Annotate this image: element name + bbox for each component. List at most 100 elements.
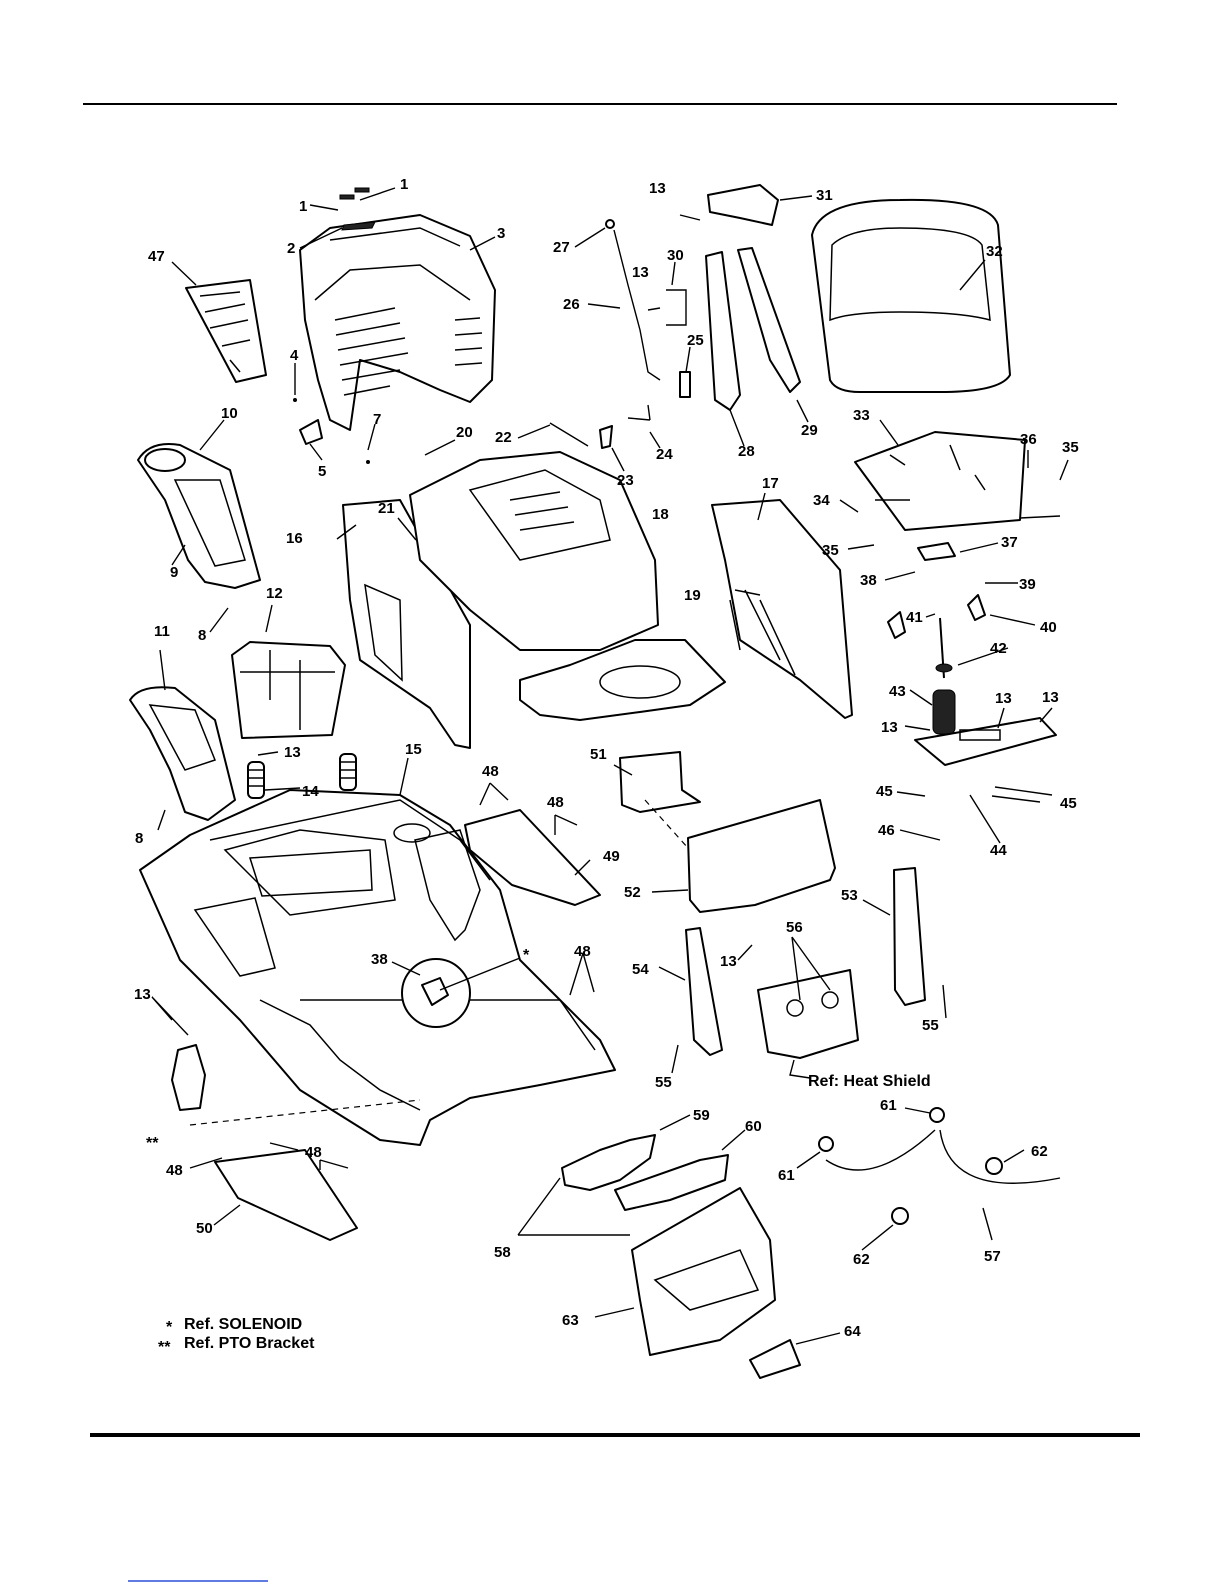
callout-47: 47: [148, 248, 165, 265]
callout-18: 18: [652, 506, 669, 523]
callout-56: 56: [786, 919, 803, 936]
callout-48b: 48: [547, 794, 564, 811]
callout-3: 3: [497, 225, 505, 242]
callout-36: 36: [1020, 431, 1037, 448]
callout-58: 58: [494, 1244, 511, 1261]
callout-8a: 8: [198, 627, 206, 644]
callout-40: 40: [1040, 619, 1057, 636]
callout-11: 11: [154, 623, 170, 640]
callout-13a: 13: [284, 744, 301, 761]
callout-13f: 13: [881, 719, 898, 736]
callout-7: 7: [373, 411, 381, 428]
callout-45b: 45: [1060, 795, 1077, 812]
part-cup-holder-left: [138, 444, 260, 588]
part-top-bracket: [708, 185, 778, 225]
part-battery-box: [232, 642, 345, 738]
callout-13d: 13: [995, 690, 1012, 707]
callout-50: 50: [196, 1220, 213, 1237]
callout-55a: 55: [922, 1017, 939, 1034]
callout-42: 42: [990, 640, 1007, 657]
callout-46: 46: [878, 822, 895, 839]
callout-38b: 38: [371, 951, 388, 968]
callout-13h: 13: [134, 986, 151, 1003]
callout-61b: 61: [778, 1167, 795, 1184]
callout-17: 17: [762, 475, 779, 492]
callout-21: 21: [378, 500, 395, 517]
callout-31: 31: [816, 187, 833, 204]
legend-solenoid-text: Ref. SOLENOID: [184, 1316, 302, 1333]
legend-pto-text: Ref. PTO Bracket: [184, 1335, 315, 1352]
callout-33: 33: [853, 407, 870, 424]
callout-26: 26: [563, 296, 580, 313]
callout-20: 20: [456, 424, 473, 441]
callout-19: 19: [684, 587, 701, 604]
part-heat-shield-plates: [620, 752, 835, 912]
callout-5: 5: [318, 463, 326, 480]
callout-13g: 13: [720, 953, 737, 970]
callout-60: 60: [745, 1118, 762, 1135]
callout-35a: 35: [1062, 439, 1079, 456]
callout-29: 29: [801, 422, 818, 439]
callout-22: 22: [495, 429, 512, 446]
callout-8b: 8: [135, 830, 143, 847]
callout-61a: 61: [880, 1097, 897, 1114]
callout-54: 54: [632, 961, 649, 978]
callout-14: 14: [302, 783, 319, 800]
callout-48c: 48: [574, 943, 591, 960]
callout-63: 63: [562, 1312, 579, 1329]
part-shift-plate: [186, 280, 266, 382]
callout-15: 15: [405, 741, 422, 758]
callout-13e: 13: [1042, 689, 1059, 706]
callout-55b: 55: [655, 1074, 672, 1091]
callout-4: 4: [290, 347, 299, 364]
callout-25: 25: [687, 332, 704, 349]
legend-pto-mark: **: [158, 1339, 171, 1356]
callout-48e: 48: [305, 1144, 322, 1161]
callout-1b: 1: [400, 176, 408, 193]
callout-32: 32: [986, 243, 1003, 260]
callout-9: 9: [170, 564, 178, 581]
callout-10: 10: [221, 405, 238, 422]
part-side-panel-right: [712, 500, 852, 718]
callout-2: 2: [287, 240, 295, 257]
part-headlights-nose: [562, 1108, 1060, 1378]
callout-49: 49: [603, 848, 620, 865]
callout-12: 12: [266, 585, 283, 602]
callout-24: 24: [656, 446, 673, 463]
callout-37: 37: [1001, 534, 1018, 551]
callout-30: 30: [667, 247, 684, 264]
callout-43: 43: [889, 683, 906, 700]
callout-57: 57: [984, 1248, 1001, 1265]
callout-1a: 1: [299, 198, 307, 215]
callout-13c: 13: [649, 180, 666, 197]
callout-62b: 62: [853, 1251, 870, 1268]
solenoid-callout: *: [523, 947, 530, 964]
part-floor-pan-front: [520, 640, 725, 720]
part-seat: [812, 200, 1010, 392]
callout-35b: 35: [822, 542, 839, 559]
callout-64: 64: [844, 1323, 861, 1340]
legend: * Ref. SOLENOID ** Ref. PTO Bracket: [158, 1316, 315, 1356]
callout-38a: 38: [860, 572, 877, 589]
callout-16: 16: [286, 530, 303, 547]
callout-28: 28: [738, 443, 755, 460]
callout-34: 34: [813, 492, 830, 509]
callout-48a: 48: [482, 763, 499, 780]
callout-51: 51: [590, 746, 607, 763]
legend-solenoid-mark: *: [166, 1319, 173, 1336]
callout-44: 44: [990, 842, 1007, 859]
part-seat-rails: [706, 248, 800, 410]
callout-59: 59: [693, 1107, 710, 1124]
callout-48d: 48: [166, 1162, 183, 1179]
part-dash-console: [300, 188, 495, 430]
part-seat-hardware: [888, 543, 985, 734]
callout-23: 23: [617, 472, 634, 489]
callout-62a: 62: [1031, 1143, 1048, 1160]
pto-callout: **: [146, 1135, 159, 1152]
part-cup-holder-right: [130, 687, 235, 820]
callout-39: 39: [1019, 576, 1036, 593]
callout-41: 41: [906, 609, 923, 626]
ref-heat-shield-label: Ref: Heat Shield: [808, 1073, 931, 1090]
